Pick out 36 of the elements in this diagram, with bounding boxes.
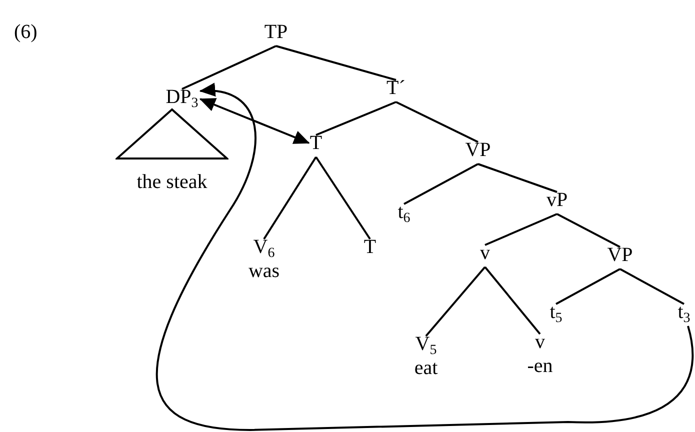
word-label: was <box>248 259 280 283</box>
tree-branch <box>316 101 396 136</box>
node-label: V$_{6}$ <box>252 235 276 259</box>
word-label: eat <box>414 356 438 380</box>
tree-branch <box>556 213 620 248</box>
word-label: -en <box>527 354 553 378</box>
node-label: T <box>310 131 322 155</box>
node-label: the steak <box>136 170 208 194</box>
tree-branch <box>404 163 478 205</box>
tree-branch <box>315 156 371 240</box>
tree-branch <box>484 266 541 335</box>
node-label: T <box>364 235 376 259</box>
node-label: TP <box>264 20 288 44</box>
node-label: v <box>480 241 490 265</box>
double-arrow <box>199 98 310 144</box>
node-label: DP$_{3}$ <box>166 85 198 109</box>
node-label: VP <box>607 243 633 267</box>
tree-branch <box>478 163 558 193</box>
tree-branch <box>276 45 396 81</box>
node-label: vP <box>546 188 568 212</box>
curved-arrow <box>156 84 694 431</box>
node-label: t$_{5}$ <box>550 300 562 324</box>
tree-branch <box>263 156 317 240</box>
tree-branch <box>396 101 478 143</box>
tree-branch <box>425 266 486 337</box>
tree-branch <box>484 213 558 246</box>
node-label: v <box>534 330 546 354</box>
node-label: T´ <box>386 76 406 100</box>
tree-branch <box>620 268 684 305</box>
node-label: V$_{5}$ <box>414 332 438 356</box>
node-label: t$_{3}$ <box>678 300 690 324</box>
example-number: (6) <box>14 20 38 44</box>
tree-branch <box>556 268 620 305</box>
node-label: t$_{6}$ <box>398 200 410 224</box>
node-label: VP <box>465 138 491 162</box>
tree-branch <box>182 45 276 90</box>
